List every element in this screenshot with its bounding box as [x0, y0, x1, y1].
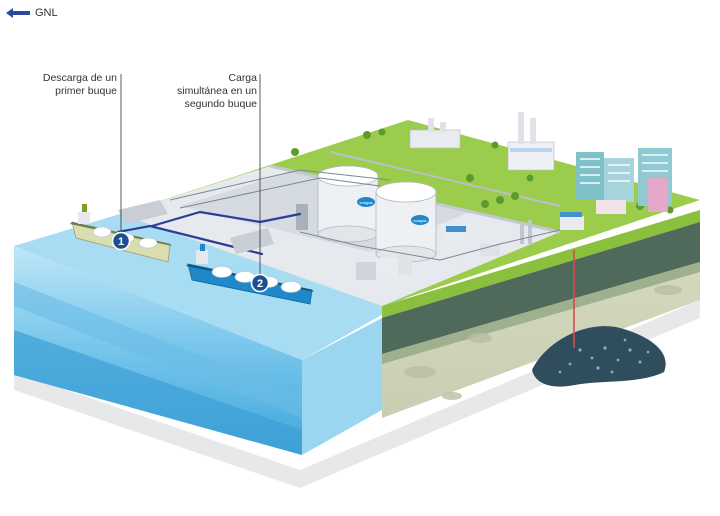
callout-1: Descarga de un primer buque: [20, 72, 117, 98]
city-buildings: [576, 148, 672, 214]
sea-band: [14, 330, 302, 455]
legend-label: GNL: [35, 7, 58, 19]
pebble-patches: [404, 285, 682, 400]
jetty-1: [118, 200, 168, 224]
reservoir-texture: [558, 338, 650, 374]
jetty-2: [230, 228, 274, 254]
grass-edge: [382, 210, 700, 318]
process-units: [296, 204, 584, 280]
callout-2-line: simultánea en un: [177, 85, 257, 97]
callout-1-line: primer buque: [55, 85, 117, 97]
rock-layer: [382, 222, 700, 354]
sea-side-face: [302, 318, 382, 455]
arrow-left-icon: [6, 8, 30, 18]
badge-2: 2: [250, 273, 270, 293]
pipe-rack: [169, 169, 561, 261]
storage-tank: [317, 165, 379, 243]
factory-buildings: [409, 112, 555, 171]
ground-shadow: [14, 300, 700, 488]
badge-2-number: 2: [257, 278, 263, 290]
callout-1-line: Descarga de un: [42, 72, 117, 84]
gas-reservoir: [532, 326, 666, 387]
callout-2: Carga simultánea en un segundo buque: [160, 72, 257, 111]
ship-2: [186, 244, 314, 305]
legend: GNL: [6, 7, 58, 19]
tank-logo-text: enagas: [359, 200, 372, 205]
badge-1: 1: [111, 231, 131, 251]
rock-layer-light: [382, 262, 700, 364]
sea-band: [14, 282, 302, 418]
sea-surface: [14, 214, 408, 360]
callout-2-line: segundo buque: [184, 98, 257, 110]
road: [329, 151, 561, 207]
tank-logo-text: enagas: [413, 218, 426, 223]
badge-1-number: 1: [118, 236, 124, 248]
callout-2-line: Carga: [228, 72, 257, 84]
